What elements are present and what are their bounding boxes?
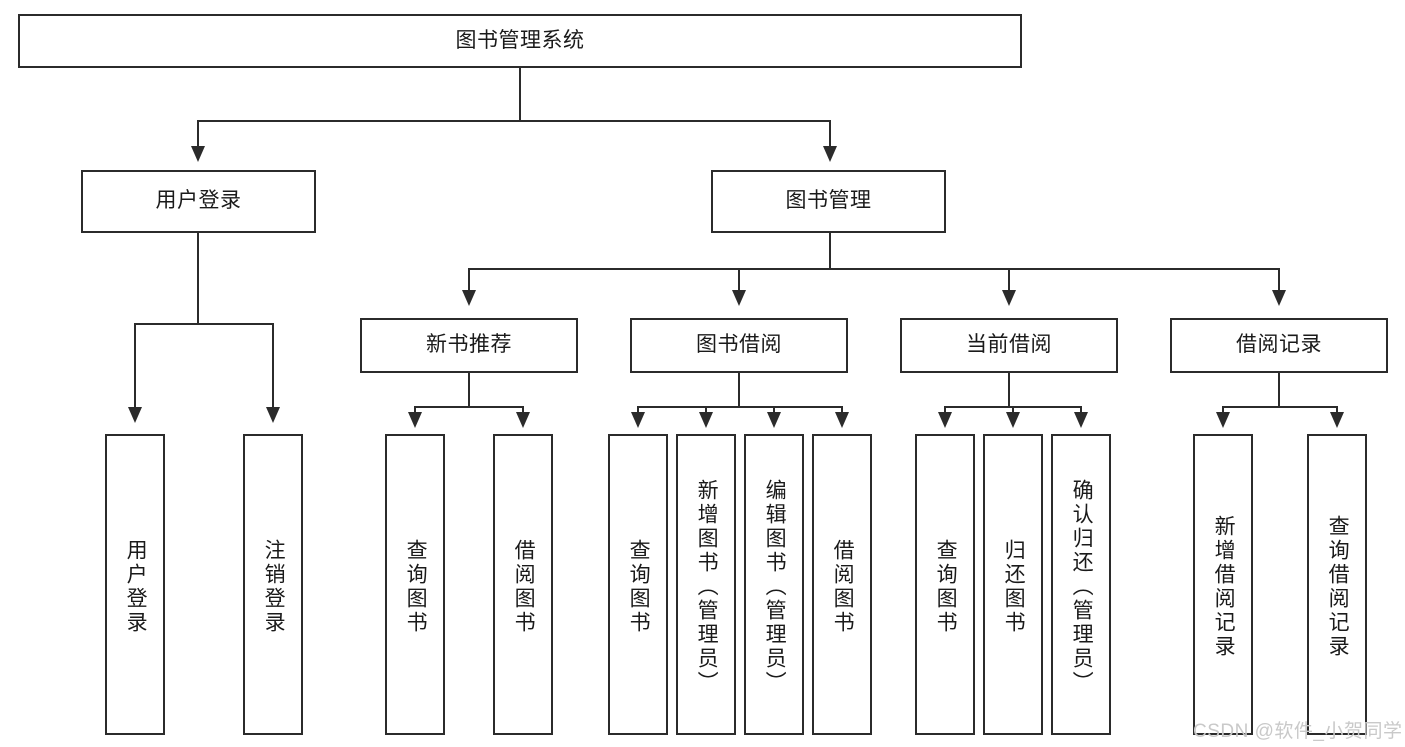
node-label: 编辑图书（管理员） bbox=[763, 478, 787, 695]
arrow-borrow-record-leaf-2 bbox=[1330, 412, 1344, 428]
connector-current-borrow-stem bbox=[1008, 373, 1010, 408]
connector-book-borrow-drop-2 bbox=[705, 406, 707, 416]
node-label: 查询图书 bbox=[934, 538, 958, 635]
connector-book-manage-drop-4 bbox=[1278, 268, 1280, 292]
node-current-borrow[interactable]: 当前借阅 bbox=[900, 318, 1118, 373]
node-label: 查询图书 bbox=[627, 538, 651, 635]
arrow-new-book-leaf-2 bbox=[516, 412, 530, 428]
connector-book-manage-stem bbox=[829, 233, 831, 270]
node-book-manage[interactable]: 图书管理 bbox=[711, 170, 946, 233]
leaf-query-book-1[interactable]: 查询图书 bbox=[385, 434, 445, 735]
node-label: 图书管理 bbox=[785, 189, 872, 213]
node-label: 新增借阅记录 bbox=[1212, 514, 1236, 659]
arrow-current-borrow-leaf-2 bbox=[1006, 412, 1020, 428]
connector-root-to-user-login bbox=[197, 120, 199, 148]
arrow-book-borrow-leaf-4 bbox=[835, 412, 849, 428]
arrow-book-borrow-leaf-3 bbox=[767, 412, 781, 428]
arrow-book-manage-child-3 bbox=[1002, 290, 1016, 306]
node-label: 图书管理系统 bbox=[455, 28, 585, 52]
connector-book-manage-drop-1 bbox=[468, 268, 470, 292]
node-book-borrow[interactable]: 图书借阅 bbox=[630, 318, 848, 373]
connector-new-book-bus bbox=[414, 406, 524, 408]
leaf-add-record[interactable]: 新增借阅记录 bbox=[1193, 434, 1253, 735]
connector-book-manage-drop-2 bbox=[738, 268, 740, 292]
connector-book-borrow-stem bbox=[738, 373, 740, 408]
connector-book-manage-drop-3 bbox=[1008, 268, 1010, 292]
connector-root-stem bbox=[519, 68, 521, 120]
connector-borrow-record-bus bbox=[1222, 406, 1338, 408]
connector-borrow-record-drop-2 bbox=[1336, 406, 1338, 416]
leaf-confirm-return[interactable]: 确认归还（管理员） bbox=[1051, 434, 1111, 735]
node-label: 确认归还（管理员） bbox=[1070, 478, 1094, 695]
node-label: 借阅图书 bbox=[512, 538, 536, 635]
connector-root-to-book-manage bbox=[829, 120, 831, 148]
arrow-book-manage-child-2 bbox=[732, 290, 746, 306]
connector-book-borrow-drop-1 bbox=[637, 406, 639, 416]
arrow-borrow-record-leaf-1 bbox=[1216, 412, 1230, 428]
arrow-book-borrow-leaf-1 bbox=[631, 412, 645, 428]
arrow-book-manage-child-4 bbox=[1272, 290, 1286, 306]
node-label: 归还图书 bbox=[1002, 538, 1026, 635]
node-label: 注销登录 bbox=[262, 538, 286, 635]
leaf-query-record[interactable]: 查询借阅记录 bbox=[1307, 434, 1367, 735]
node-user-login[interactable]: 用户登录 bbox=[81, 170, 316, 233]
leaf-borrow-book-2[interactable]: 借阅图书 bbox=[812, 434, 872, 735]
node-label: 用户登录 bbox=[155, 189, 242, 213]
leaf-borrow-book-1[interactable]: 借阅图书 bbox=[493, 434, 553, 735]
leaf-user-logout[interactable]: 注销登录 bbox=[243, 434, 303, 735]
node-borrow-record[interactable]: 借阅记录 bbox=[1170, 318, 1388, 373]
leaf-query-book-3[interactable]: 查询图书 bbox=[915, 434, 975, 735]
connector-book-borrow-drop-3 bbox=[773, 406, 775, 416]
connector-borrow-record-drop-1 bbox=[1222, 406, 1224, 416]
connector-book-borrow-drop-4 bbox=[841, 406, 843, 416]
leaf-edit-book[interactable]: 编辑图书（管理员） bbox=[744, 434, 804, 735]
node-label: 借阅图书 bbox=[831, 538, 855, 635]
connector-new-book-stem bbox=[468, 373, 470, 408]
connector-current-borrow-drop-2 bbox=[1012, 406, 1014, 416]
leaf-add-book[interactable]: 新增图书（管理员） bbox=[676, 434, 736, 735]
node-label: 新书推荐 bbox=[426, 333, 512, 357]
leaf-user-login[interactable]: 用户登录 bbox=[105, 434, 165, 735]
node-label: 当前借阅 bbox=[966, 333, 1052, 357]
connector-user-login-bus bbox=[134, 323, 274, 325]
node-label: 新增图书（管理员） bbox=[695, 478, 719, 695]
arrow-root-to-user-login bbox=[191, 146, 205, 162]
connector-new-book-drop-1 bbox=[414, 406, 416, 416]
arrow-user-login-leaf-2 bbox=[266, 407, 280, 423]
arrow-current-borrow-leaf-3 bbox=[1074, 412, 1088, 428]
connector-book-borrow-bus bbox=[637, 406, 842, 408]
connector-user-login-drop-2 bbox=[272, 323, 274, 409]
node-label: 图书借阅 bbox=[696, 333, 782, 357]
connector-new-book-drop-2 bbox=[522, 406, 524, 416]
arrow-current-borrow-leaf-1 bbox=[938, 412, 952, 428]
connector-user-login-drop-1 bbox=[134, 323, 136, 409]
node-label: 用户登录 bbox=[124, 538, 148, 635]
connector-current-borrow-drop-1 bbox=[944, 406, 946, 416]
connector-root-bus bbox=[197, 120, 831, 122]
arrow-user-login-leaf-1 bbox=[128, 407, 142, 423]
arrow-root-to-book-manage bbox=[823, 146, 837, 162]
connector-user-login-stem bbox=[197, 233, 199, 325]
arrow-new-book-leaf-1 bbox=[408, 412, 422, 428]
node-label: 查询图书 bbox=[404, 538, 428, 635]
node-label: 借阅记录 bbox=[1236, 333, 1322, 357]
node-new-book-recommend[interactable]: 新书推荐 bbox=[360, 318, 578, 373]
arrow-book-borrow-leaf-2 bbox=[699, 412, 713, 428]
arrow-book-manage-child-1 bbox=[462, 290, 476, 306]
leaf-query-book-2[interactable]: 查询图书 bbox=[608, 434, 668, 735]
node-label: 查询借阅记录 bbox=[1326, 514, 1350, 659]
leaf-return-book[interactable]: 归还图书 bbox=[983, 434, 1043, 735]
connector-borrow-record-stem bbox=[1278, 373, 1280, 408]
node-root-system[interactable]: 图书管理系统 bbox=[18, 14, 1022, 68]
connector-book-manage-bus bbox=[468, 268, 1280, 270]
connector-current-borrow-drop-3 bbox=[1080, 406, 1082, 416]
